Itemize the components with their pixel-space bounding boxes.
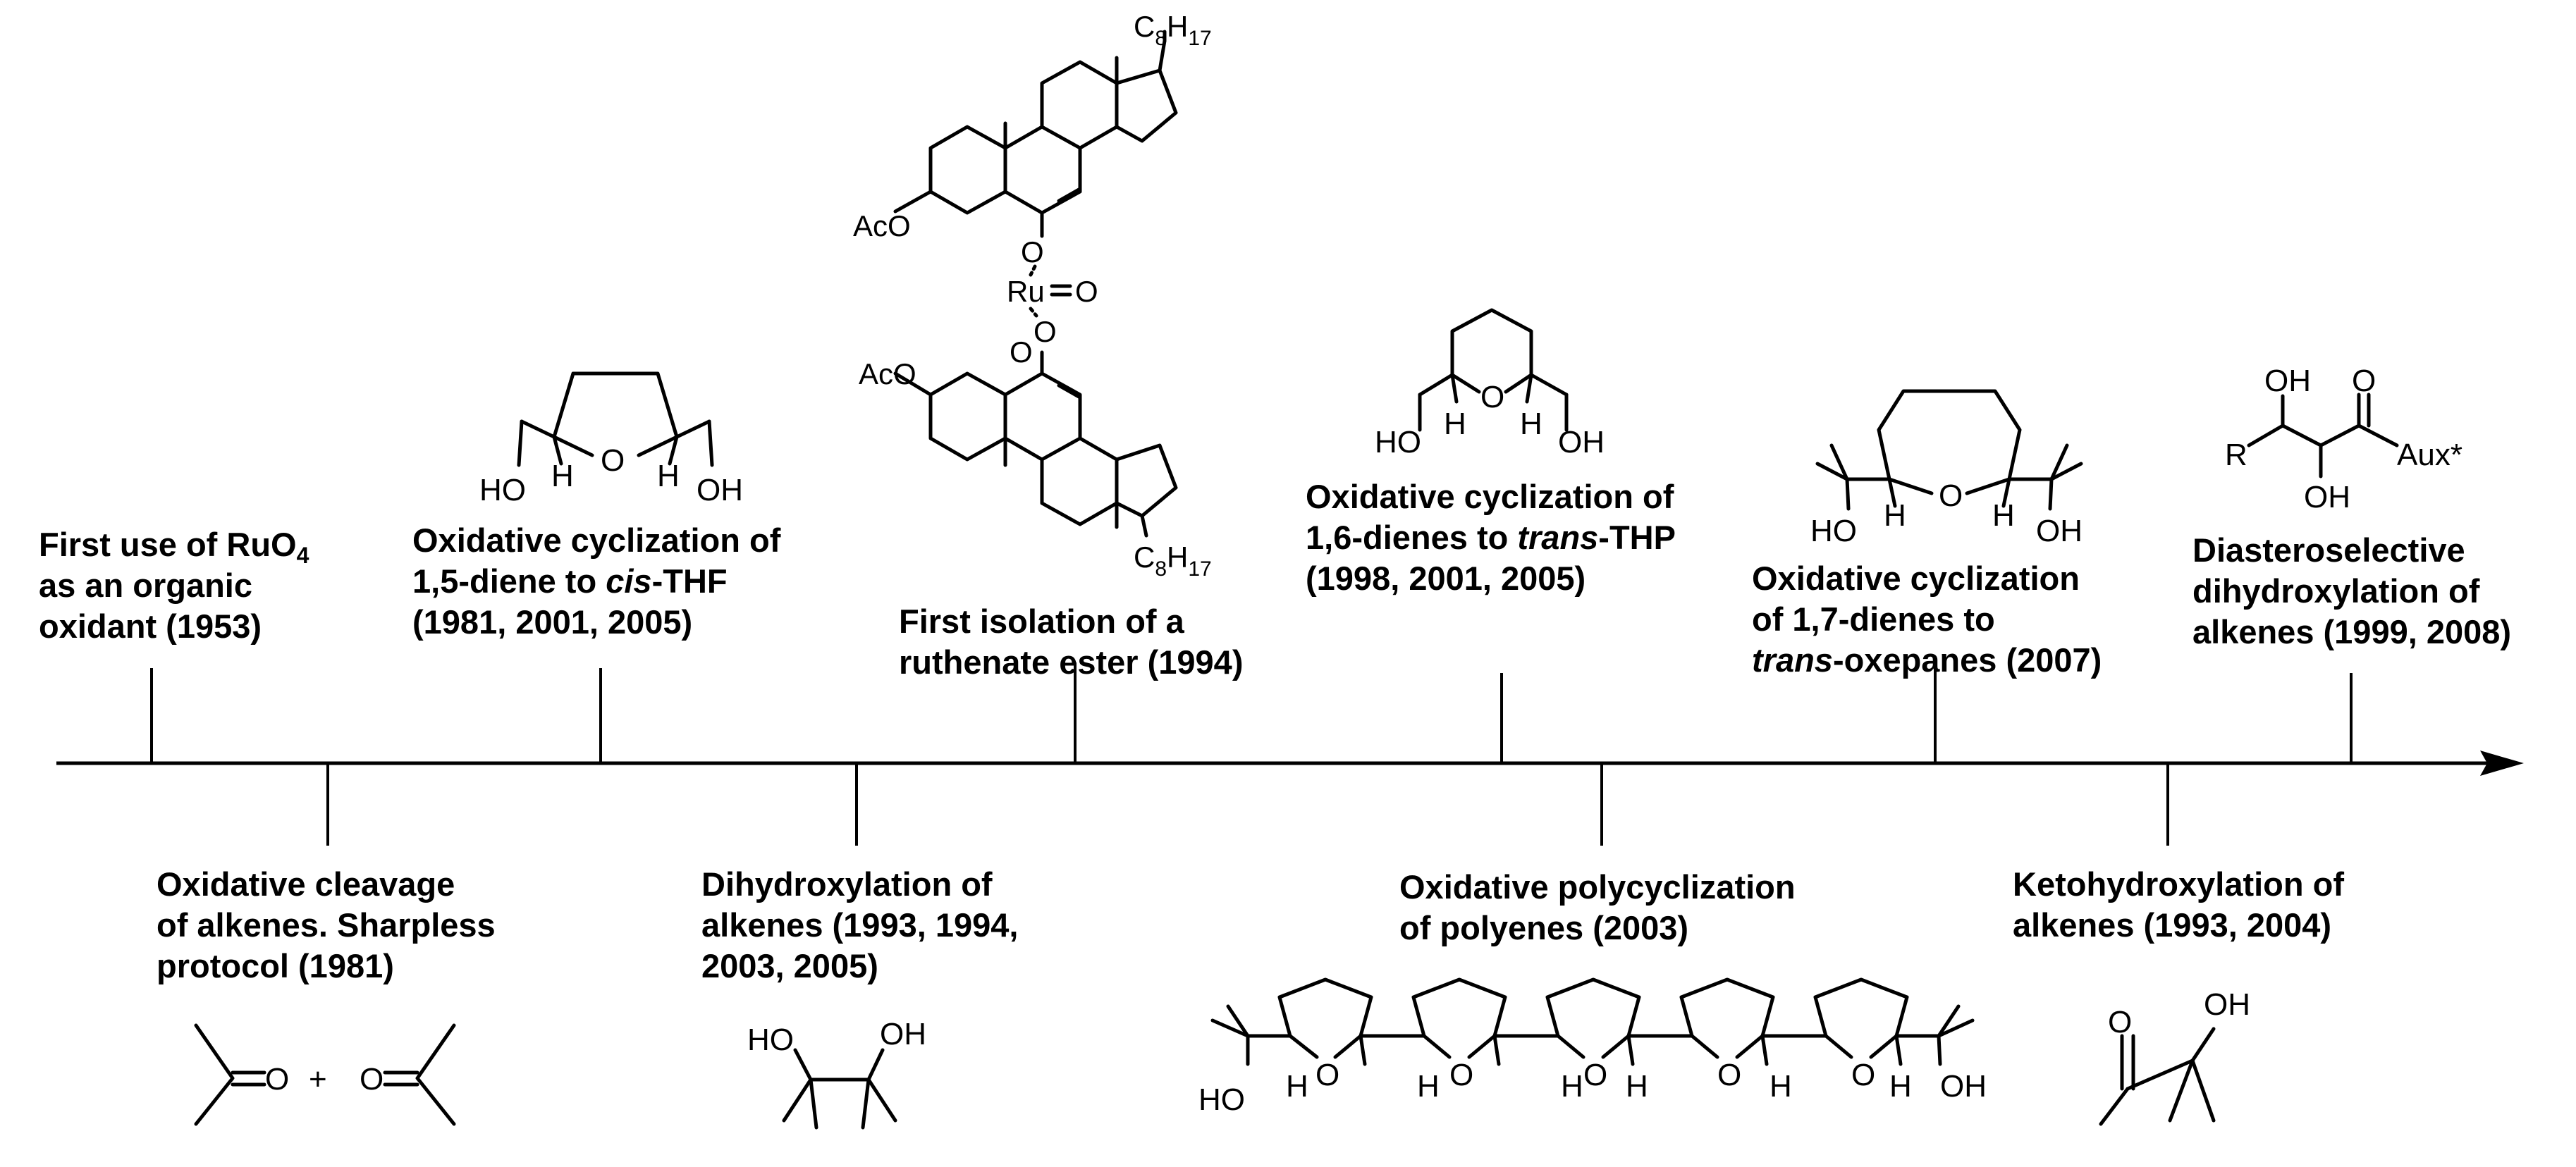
hydroxyl-label: OH bbox=[1940, 1069, 1987, 1104]
thf-structure: O HO H H OH bbox=[479, 371, 743, 507]
oxygen-label: O bbox=[1010, 335, 1033, 369]
ketol-structure: O OH bbox=[2099, 987, 2250, 1126]
event-diastereoselective-dihydroxylation: Diasteroselective dihydroxylation of alk… bbox=[2192, 531, 2512, 650]
hydroxyl-label: HO bbox=[747, 1023, 794, 1057]
event-first-use-ruo4: First use of RuO4 as an organic oxidant … bbox=[39, 526, 309, 645]
hydrogen-label: H bbox=[1884, 498, 1906, 533]
hydrogen-label: H bbox=[1992, 498, 2015, 533]
event-oxidative-cleavage: Oxidative cleavage of alkenes. Sharpless… bbox=[157, 865, 496, 984]
timeline-axis bbox=[56, 751, 2524, 776]
polyether-structure: O O O O O HO H H H H H H OH bbox=[1198, 977, 1987, 1117]
hydrogen-label: H bbox=[1770, 1069, 1792, 1104]
oxygen-label: O bbox=[1939, 478, 1963, 513]
hydroxyl-label: OH bbox=[697, 473, 743, 507]
alkyl-chain-label: C8H17 bbox=[1134, 10, 1212, 50]
oxygen-label: O bbox=[1851, 1058, 1875, 1092]
oxygen-label: O bbox=[265, 1062, 289, 1097]
oxygen-label: O bbox=[601, 443, 625, 478]
hydrogen-label: H bbox=[551, 459, 574, 493]
arrowhead bbox=[2480, 751, 2524, 776]
ruthenate-ester-structure: AcO C8H17 O Ru O O O AcO C8H17 bbox=[853, 10, 1212, 581]
oxygen-label: O bbox=[1583, 1058, 1607, 1092]
hydrogen-label: H bbox=[1286, 1069, 1308, 1104]
hydrogen-label: H bbox=[1889, 1069, 1912, 1104]
oxygen-label: O bbox=[1075, 275, 1098, 308]
event-polycyclization: Oxidative polycyclization of polyenes (2… bbox=[1399, 868, 1796, 946]
hydroxyl-label: OH bbox=[2304, 480, 2350, 514]
diol-structure: HO OH bbox=[747, 1017, 926, 1130]
hydrogen-label: H bbox=[1561, 1069, 1583, 1104]
hydroxyl-label: OH bbox=[2036, 514, 2083, 548]
event-dihydroxylation: Dihydroxylation of alkenes (1993, 1994, … bbox=[701, 865, 1019, 984]
event-ketohydroxylation: Ketohydroxylation of alkenes (1993, 2004… bbox=[2013, 865, 2345, 944]
thp-structure: O HO H H OH bbox=[1375, 308, 1605, 459]
hydroxyl-label: HO bbox=[1375, 425, 1421, 459]
hydroxyl-label: HO bbox=[1810, 514, 1857, 548]
auxiliary-label: Aux* bbox=[2397, 438, 2462, 472]
hydrogen-label: H bbox=[1417, 1069, 1440, 1104]
oxygen-label: O bbox=[2352, 364, 2376, 398]
hydroxyl-label: OH bbox=[1558, 425, 1605, 459]
plus-sign: + bbox=[309, 1062, 327, 1097]
acetoxy-label: AcO bbox=[853, 209, 911, 242]
acetoxy-label: AcO bbox=[859, 357, 916, 390]
alkyl-chain-label: C8H17 bbox=[1134, 541, 1212, 581]
hydrogen-label: H bbox=[1626, 1069, 1648, 1104]
hydroxyl-label: HO bbox=[1198, 1082, 1245, 1117]
oxygen-label: O bbox=[1449, 1058, 1473, 1092]
event-oxepane-cyclization: Oxidative cyclization of 1,7-dienes to t… bbox=[1752, 560, 2102, 679]
hydrogen-label: H bbox=[1444, 407, 1466, 441]
event-ruthenate-isolation: First isolation of a ruthenate ester (19… bbox=[899, 603, 1244, 681]
hydroxyl-label: OH bbox=[880, 1017, 926, 1051]
hydroxyl-label: OH bbox=[2264, 364, 2311, 398]
oxygen-label: O bbox=[1021, 235, 1044, 268]
ruthenium-label: Ru bbox=[1007, 275, 1045, 308]
oxygen-label: O bbox=[1034, 315, 1057, 348]
hydrogen-label: H bbox=[1520, 407, 1542, 441]
hydroxyl-label: OH bbox=[2204, 987, 2250, 1022]
hydrogen-label: H bbox=[657, 459, 680, 493]
oxygen-label: O bbox=[1717, 1058, 1741, 1092]
oxygen-label: O bbox=[360, 1062, 384, 1097]
r-group-label: R bbox=[2225, 438, 2247, 472]
hydroxyl-label: HO bbox=[479, 473, 526, 507]
event-trans-thp-cyclization: Oxidative cyclization of 1,6-dienes to t… bbox=[1306, 478, 1676, 597]
oxygen-label: O bbox=[1480, 380, 1504, 414]
event-cis-thf-cyclization: Oxidative cyclization of 1,5-diene to ci… bbox=[412, 521, 781, 641]
oxygen-label: O bbox=[1315, 1058, 1339, 1092]
oxepane-structure: O HO H H OH bbox=[1810, 389, 2083, 548]
diastereoselective-structure: O OH R Aux* OH bbox=[2225, 364, 2462, 514]
acetone-structures: O + O bbox=[194, 1023, 456, 1126]
oxygen-label: O bbox=[2108, 1005, 2132, 1039]
timeline-ticks bbox=[150, 662, 2353, 846]
